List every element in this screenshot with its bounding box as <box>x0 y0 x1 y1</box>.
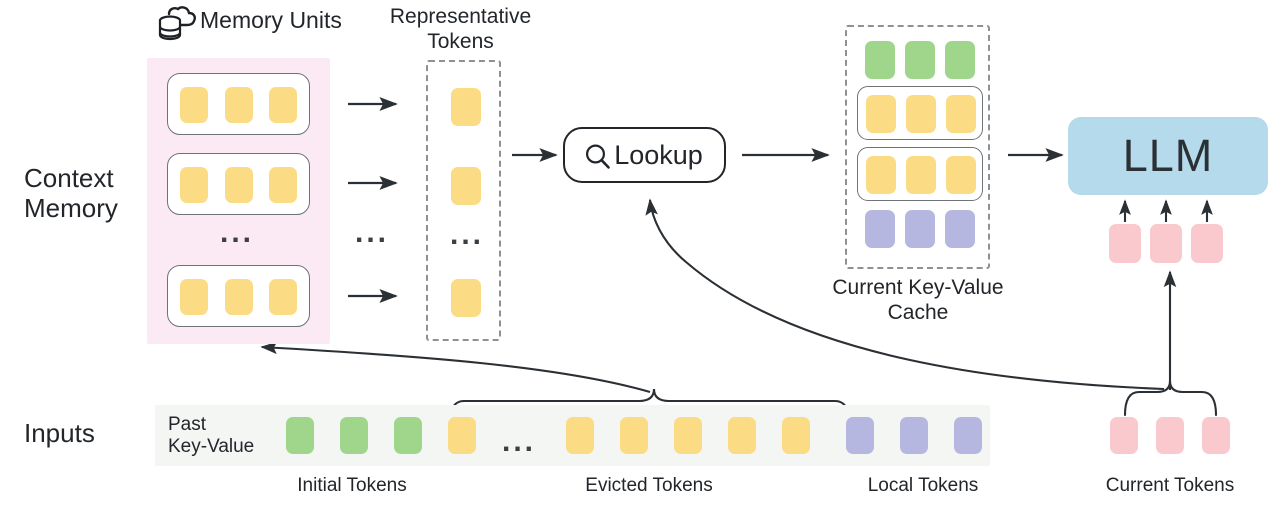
llm-input-token <box>1150 224 1182 263</box>
input-token-current <box>1202 417 1230 454</box>
memory-token <box>225 87 253 123</box>
arrow-column-ellipsis: ... <box>355 216 390 249</box>
input-token-evicted <box>566 417 594 454</box>
caption-current-tokens: Current Tokens <box>1105 475 1235 496</box>
kv-row-local <box>865 210 975 248</box>
memory-token <box>269 87 297 123</box>
representative-token <box>451 167 481 205</box>
memory-token <box>180 167 208 203</box>
input-token-local <box>846 417 874 454</box>
memory-token <box>180 87 208 123</box>
memory-token <box>225 279 253 315</box>
kv-token <box>865 41 895 79</box>
caption-evicted-tokens: Evicted Tokens <box>585 475 713 496</box>
kv-token <box>945 210 975 248</box>
caption-initial-tokens: Initial Tokens <box>297 475 407 496</box>
input-token-evicted <box>782 417 810 454</box>
input-token-initial <box>340 417 368 454</box>
caption-local-tokens: Local Tokens <box>867 475 979 496</box>
llm-input-token <box>1109 224 1141 263</box>
context-memory-row-label: Context Memory <box>24 163 118 223</box>
llm-box[interactable]: LLM <box>1068 117 1268 195</box>
input-token-local <box>954 417 982 454</box>
kv-row-retrieved[interactable] <box>857 86 983 140</box>
representative-tokens-ellipsis: ... <box>450 218 485 251</box>
memory-token <box>269 279 297 315</box>
kv-token <box>906 95 936 133</box>
past-key-value-label: Past Key-Value <box>168 414 255 457</box>
kv-token <box>946 95 976 133</box>
memory-token <box>225 167 253 203</box>
kv-row-evicted[interactable] <box>857 147 983 201</box>
input-token-initial <box>286 417 314 454</box>
magnifier-icon <box>584 143 612 171</box>
kv-token <box>865 210 895 248</box>
memory-token <box>180 279 208 315</box>
kv-cache-box <box>845 25 990 269</box>
lookup-label: Lookup <box>614 140 703 170</box>
kv-token <box>946 156 976 194</box>
input-token-initial <box>394 417 422 454</box>
kv-token <box>866 95 896 133</box>
input-token-current <box>1156 417 1184 454</box>
input-token-evicted <box>674 417 702 454</box>
kv-token <box>945 41 975 79</box>
kv-token <box>905 210 935 248</box>
cloud-database-icon <box>155 4 197 44</box>
input-token-current <box>1110 417 1138 454</box>
memory-unit-2[interactable] <box>167 153 310 215</box>
input-token-local <box>900 417 928 454</box>
kv-row-initial <box>865 41 975 79</box>
lookup-button[interactable]: Lookup <box>563 127 726 183</box>
memory-unit-1[interactable] <box>167 73 310 135</box>
inputs-row-label: Inputs <box>24 418 95 448</box>
representative-token <box>451 88 481 126</box>
kv-token <box>906 156 936 194</box>
representative-tokens-box: ... <box>426 60 501 341</box>
memory-unit-3[interactable] <box>167 265 310 327</box>
kv-token <box>905 41 935 79</box>
inputs-ellipsis: ... <box>502 425 537 458</box>
kv-cache-caption: Current Key-Value Cache <box>832 276 1004 324</box>
input-token-evicted <box>448 417 476 454</box>
representative-token <box>451 279 481 317</box>
llm-label: LLM <box>1122 130 1214 181</box>
memory-units-label: Memory Units <box>200 7 342 33</box>
input-token-evicted <box>620 417 648 454</box>
input-token-evicted <box>728 417 756 454</box>
representative-tokens-label: Representative Tokens <box>389 5 532 53</box>
llm-input-token <box>1191 224 1223 263</box>
memory-token <box>269 167 297 203</box>
context-memory-ellipsis: ... <box>220 216 255 249</box>
kv-token <box>866 156 896 194</box>
